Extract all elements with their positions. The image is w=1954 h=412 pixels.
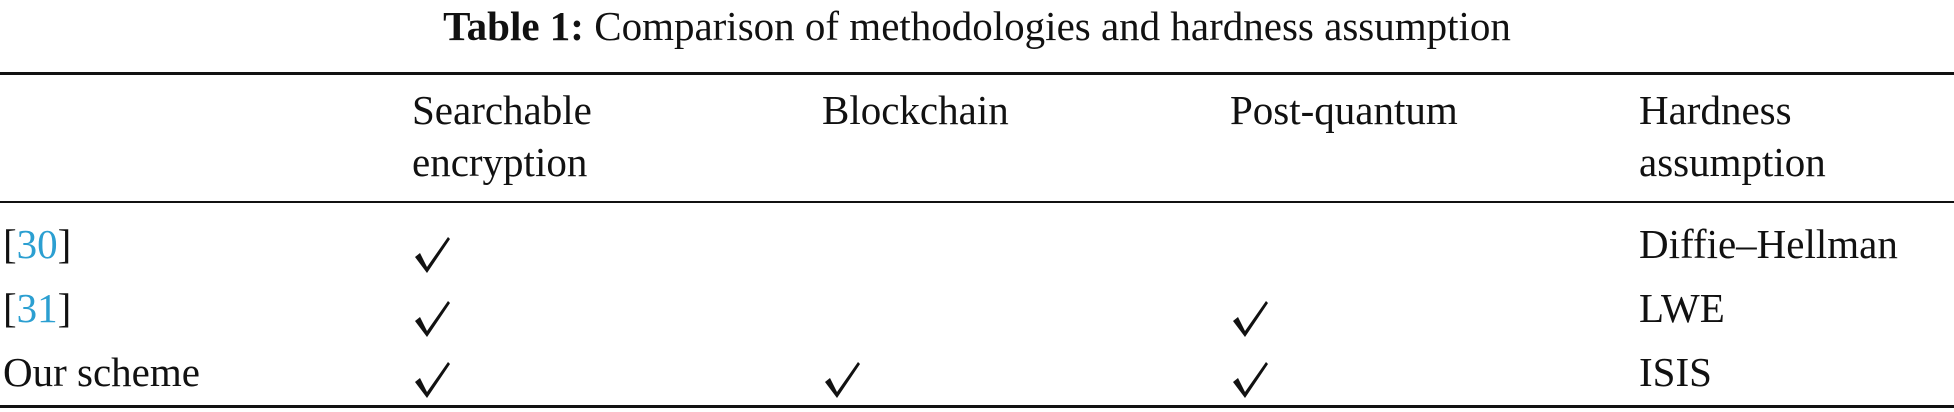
citation-link-31[interactable]: 31 — [16, 285, 58, 331]
table-caption-text: Comparison of methodologies and hardness… — [594, 3, 1511, 49]
table-header-rule — [0, 201, 1954, 203]
header-blockchain: Blockchain — [822, 87, 1009, 133]
ref-close-bracket: ] — [57, 285, 72, 331]
check-mark-icon — [412, 299, 452, 339]
ref-close-bracket: ] — [57, 221, 72, 267]
ref-open-bracket: [ — [3, 285, 17, 331]
table-caption: Table 1: Comparison of methodologies and… — [0, 2, 1954, 50]
row-label-reference-30: [30] — [3, 220, 71, 268]
table-bottom-rule — [0, 405, 1954, 408]
row-label-our-scheme: Our scheme — [3, 349, 200, 395]
check-mark-icon — [1230, 360, 1270, 400]
check-mark-icon — [412, 360, 452, 400]
row-label-reference-31: [31] — [3, 284, 71, 332]
check-mark-icon — [412, 235, 452, 275]
check-mark-icon — [1230, 299, 1270, 339]
ref-open-bracket: [ — [3, 221, 17, 267]
header-searchable-encryption: Searchable encryption — [412, 87, 592, 185]
check-mark-icon — [822, 360, 862, 400]
table-top-rule — [0, 72, 1954, 75]
table-caption-label: Table 1: — [443, 3, 584, 49]
hardness-cell-lwe: LWE — [1639, 285, 1725, 331]
hardness-cell-diffie-hellman: Diffie–Hellman — [1639, 221, 1898, 267]
header-hardness-assumption: Hardness assumption — [1639, 87, 1826, 185]
header-post-quantum: Post-quantum — [1230, 87, 1458, 133]
citation-link-30[interactable]: 30 — [16, 221, 58, 267]
hardness-cell-isis: ISIS — [1639, 349, 1712, 395]
